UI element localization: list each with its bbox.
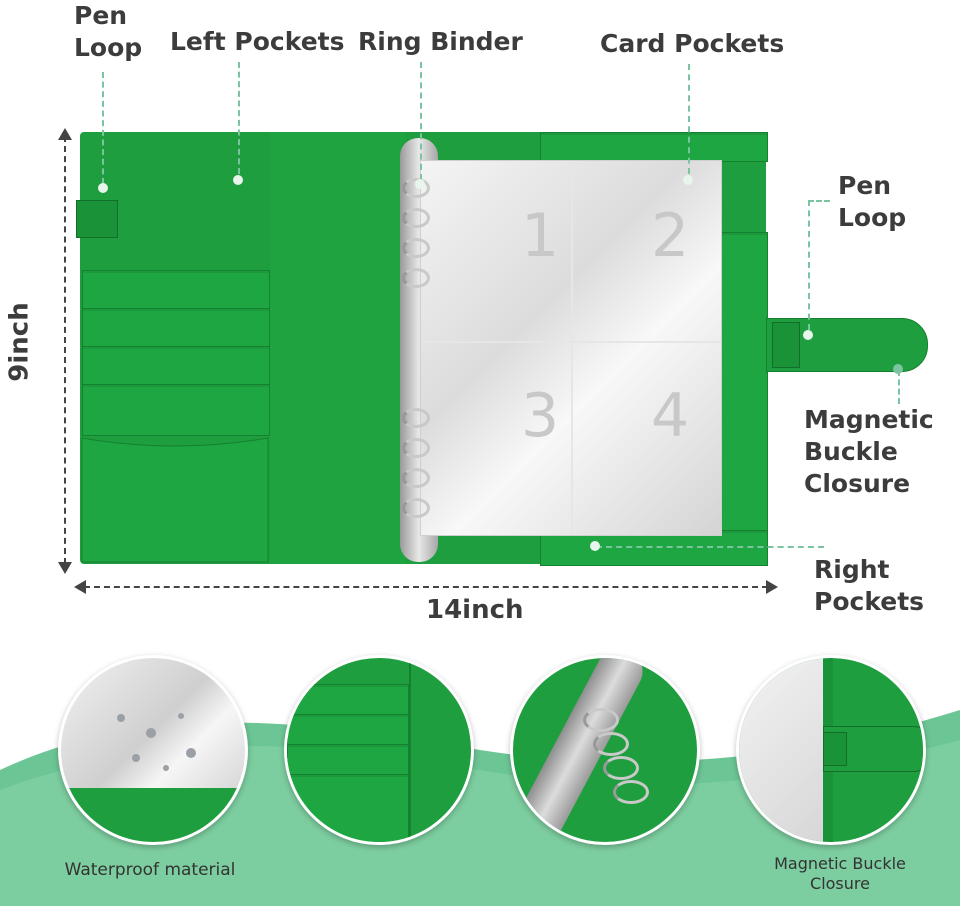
sleeve-number-4: 4 [651, 381, 690, 451]
detail-card-slots [284, 655, 474, 845]
left-card-pocket-3 [82, 346, 270, 388]
binder-ring-3 [402, 238, 430, 258]
magnetic-dot [893, 364, 903, 374]
pen-loop-right-leadh [808, 200, 830, 202]
magnetic-lead [898, 370, 900, 404]
left-card-pocket-1 [82, 270, 270, 312]
pen-loop-right-dot [803, 330, 813, 340]
card-pockets-lead [688, 64, 690, 174]
sleeve-number-3: 3 [521, 381, 560, 451]
pen-loop-left-label: Pen Loop [74, 1, 143, 62]
ring-binder-lead [420, 62, 422, 180]
ring-binder-label: Ring Binder [358, 27, 523, 56]
height-arrow-top [58, 128, 72, 140]
width-arrow-left [74, 580, 86, 594]
magnetic-buckle-label: Magnetic Buckle Closure [804, 405, 934, 498]
right-pockets-lead [596, 546, 824, 548]
card-pockets-dot [683, 175, 693, 185]
right-pockets-label: Right Pockets [814, 555, 925, 616]
left-pockets-dot [233, 175, 243, 185]
pen-loop-right-lead [808, 200, 810, 330]
sleeve-number-2: 2 [651, 201, 690, 271]
left-pen-loop [76, 200, 118, 238]
spine-panel [270, 132, 406, 564]
left-card-pocket-4 [82, 384, 270, 436]
right-side-pocket [720, 232, 768, 540]
left-large-pocket [81, 437, 269, 563]
right-pockets-dot [590, 541, 600, 551]
height-arrow-bottom [58, 562, 72, 574]
binder-ring-5 [402, 408, 430, 428]
height-dimension-line [64, 136, 66, 564]
card-pockets-label: Card Pockets [600, 29, 785, 58]
height-label: 9inch [4, 302, 35, 382]
left-card-pocket-2 [82, 308, 270, 350]
right-bottom-pocket [540, 530, 768, 566]
pen-loop-left-lead [102, 72, 104, 184]
left-pockets-lead [238, 62, 240, 174]
detail-waterproof [58, 655, 248, 845]
left-pockets-label: Left Pockets [170, 27, 345, 56]
binder-ring-4 [402, 268, 430, 288]
detail-rings [510, 655, 700, 845]
width-arrow-right [766, 580, 778, 594]
card-sleeve-page: 1 2 3 4 [420, 160, 722, 536]
binder-ring-8 [402, 498, 430, 518]
pen-loop-left-dot [98, 183, 108, 193]
detail-magnetic-closure [736, 655, 926, 845]
pen-loop-right-label: Pen Loop [838, 171, 907, 232]
ring-binder-dot [415, 179, 425, 189]
width-dimension-line [84, 586, 768, 588]
caption-waterproof: Waterproof material [64, 860, 236, 880]
binder-ring-6 [402, 438, 430, 458]
right-pen-loop [772, 322, 800, 368]
sleeve-number-1: 1 [521, 201, 560, 271]
binder-ring-7 [402, 468, 430, 488]
caption-magnetic: Magnetic Buckle Closure [774, 854, 906, 893]
binder-ring-2 [402, 208, 430, 228]
width-label: 14inch [426, 595, 524, 625]
right-top-pocket [540, 132, 768, 162]
